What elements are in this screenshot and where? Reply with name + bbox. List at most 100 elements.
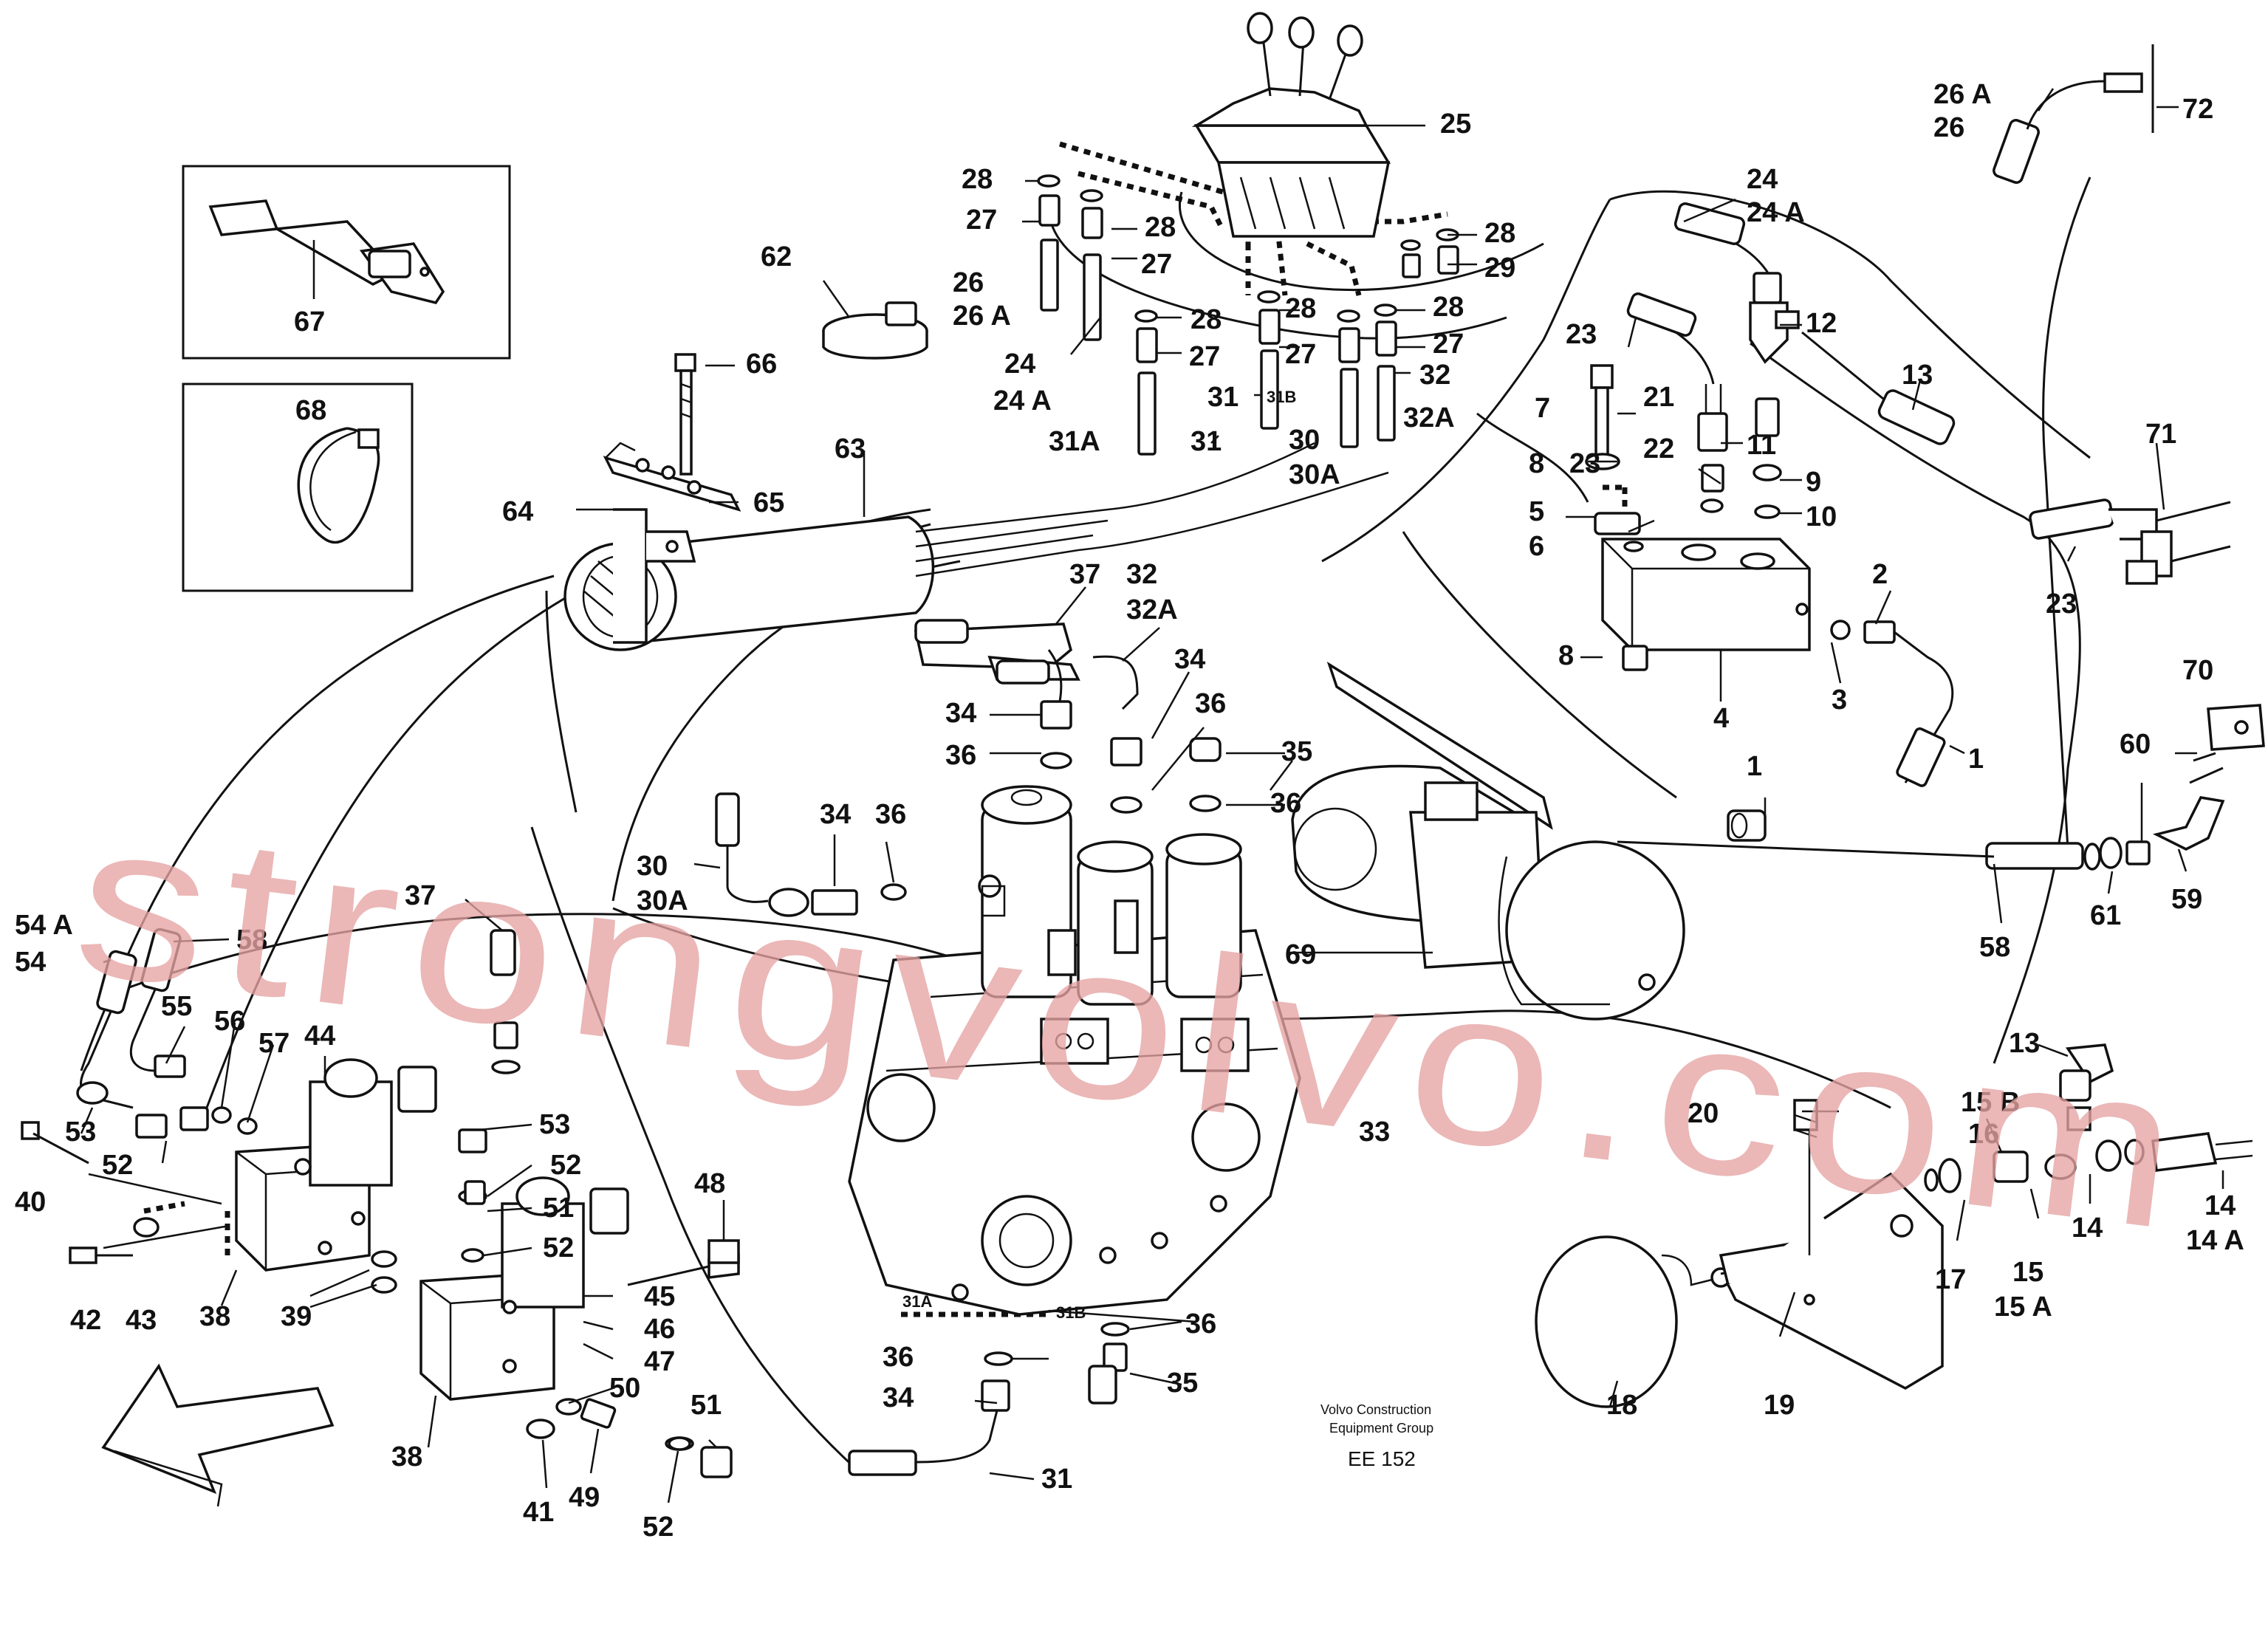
label-31b-small: 31B <box>1267 388 1296 406</box>
label-38: 38 <box>391 1441 422 1472</box>
label-4: 4 <box>1713 703 1729 734</box>
mounting-bracket-65 <box>603 442 741 512</box>
label-69: 69 <box>1285 939 1316 970</box>
label-30: 30 <box>637 851 668 882</box>
label-27: 27 <box>1189 341 1220 372</box>
label-6: 6 <box>1529 531 1544 562</box>
label-13: 13 <box>1902 360 1933 391</box>
label-24a: 24 A <box>993 385 1052 416</box>
hose-13-top <box>1801 331 1956 445</box>
label-35: 35 <box>1167 1368 1198 1399</box>
top-fittings <box>1037 174 1459 456</box>
label-60: 60 <box>2120 729 2151 760</box>
label-44: 44 <box>304 1021 335 1052</box>
label-27: 27 <box>1433 329 1464 360</box>
label-31: 31 <box>1041 1464 1072 1495</box>
bolt-48 <box>708 1239 740 1264</box>
label-16: 16 <box>1968 1119 1999 1150</box>
label-2: 2 <box>1872 559 1888 590</box>
label-72: 72 <box>2182 94 2213 125</box>
label-15: 15 <box>2012 1257 2043 1288</box>
label-68: 68 <box>295 395 326 426</box>
label-36: 36 <box>945 740 976 771</box>
direction-arrow <box>101 1363 335 1507</box>
label-65: 65 <box>753 487 784 518</box>
label-52: 52 <box>102 1150 133 1181</box>
label-8: 8 <box>1529 448 1544 479</box>
label-58: 58 <box>236 925 267 956</box>
label-58: 58 <box>1979 932 2010 963</box>
label-32a: 32A <box>1126 594 1178 625</box>
solenoid-valve-38-upper <box>235 1058 437 1272</box>
label-37: 37 <box>405 880 436 911</box>
label-8: 8 <box>1558 640 1574 671</box>
label-14a: 14 A <box>2186 1225 2244 1256</box>
label-56: 56 <box>214 1006 245 1037</box>
block-fittings <box>1585 364 1954 842</box>
label-57: 57 <box>258 1028 290 1059</box>
label-39: 39 <box>281 1301 312 1332</box>
inset-box-67 <box>182 165 511 360</box>
label-52: 52 <box>643 1512 674 1543</box>
tee-71 <box>2029 498 2231 585</box>
label-40: 40 <box>15 1187 46 1218</box>
label-15b: 15 B <box>1961 1087 2020 1118</box>
label-71: 71 <box>2145 419 2176 450</box>
label-24: 24 <box>1004 349 1035 380</box>
label-30a: 30A <box>1289 459 1340 490</box>
label-28: 28 <box>1190 304 1222 335</box>
label-36: 36 <box>883 1342 914 1373</box>
label-19: 19 <box>1764 1390 1795 1421</box>
inset-box-68 <box>182 383 414 592</box>
solenoid-valve-38-lower <box>371 1176 629 1401</box>
label-70: 70 <box>2182 655 2213 686</box>
label-18: 18 <box>1606 1390 1637 1421</box>
label-27: 27 <box>1141 249 1172 280</box>
label-23: 23 <box>1569 448 1600 479</box>
hose-23-top <box>1626 292 1715 385</box>
label-42: 42 <box>70 1305 101 1336</box>
label-62: 62 <box>761 241 792 272</box>
small-parts-left <box>21 1121 740 1451</box>
label-67: 67 <box>294 306 325 337</box>
drawing-id: EE 152 <box>1348 1447 1416 1470</box>
label-33: 33 <box>1359 1117 1390 1148</box>
label-15a: 15 A <box>1994 1292 2052 1323</box>
label-50: 50 <box>609 1373 640 1404</box>
label-5: 5 <box>1529 496 1544 527</box>
main-control-valve-33 <box>848 785 1301 1316</box>
bracket-64 <box>613 508 696 644</box>
label-31: 31 <box>1190 426 1222 457</box>
label-29: 29 <box>1484 253 1515 284</box>
label-34: 34 <box>820 799 851 830</box>
label-53: 53 <box>65 1117 96 1148</box>
label-27: 27 <box>966 205 997 236</box>
label-54: 54 <box>15 947 46 978</box>
label-26: 26 <box>1933 112 1964 143</box>
label-31b-small: 31B <box>1056 1303 1086 1322</box>
hose-58 <box>1617 704 2265 871</box>
label-9: 9 <box>1806 467 1821 498</box>
label-14: 14 <box>2072 1213 2103 1244</box>
label-24a: 24 A <box>1747 197 1805 228</box>
label-23: 23 <box>1566 319 1597 350</box>
label-38: 38 <box>199 1301 230 1332</box>
label-46: 46 <box>644 1314 675 1345</box>
label-23: 23 <box>2046 589 2077 620</box>
label-28: 28 <box>1145 212 1176 243</box>
label-25: 25 <box>1440 109 1471 140</box>
label-49: 49 <box>569 1482 600 1513</box>
label-32: 32 <box>1419 360 1450 391</box>
label-26a: 26 A <box>1933 79 1992 110</box>
label-48: 48 <box>694 1168 725 1199</box>
label-24: 24 <box>1747 164 1778 195</box>
label-45: 45 <box>644 1281 675 1312</box>
label-66: 66 <box>746 349 777 380</box>
label-14: 14 <box>2204 1190 2236 1221</box>
pilot-control-valve-25 <box>1191 12 1391 238</box>
hose-clamp-62 <box>822 301 928 360</box>
label-30a: 30A <box>637 885 688 916</box>
label-61: 61 <box>2090 900 2121 931</box>
label-34: 34 <box>945 698 976 729</box>
